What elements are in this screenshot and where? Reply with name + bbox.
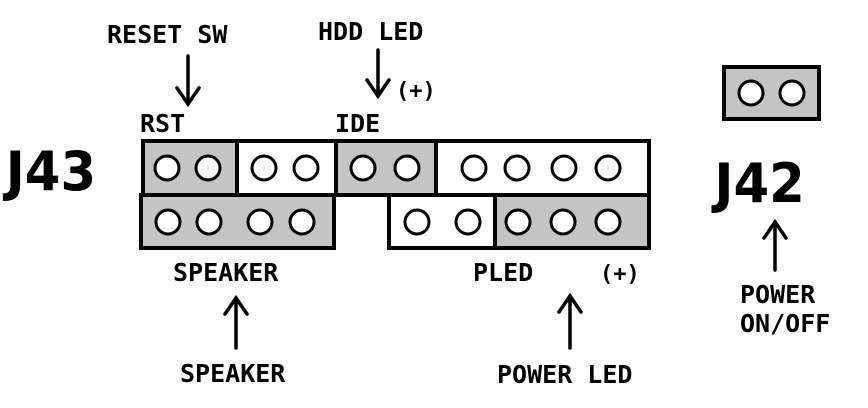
pled-plus-label: (+) bbox=[600, 262, 640, 287]
pin bbox=[594, 208, 622, 236]
pin bbox=[737, 79, 765, 107]
arrow-up-power-switch-icon bbox=[762, 218, 788, 272]
arrow-up-power-led-icon bbox=[557, 292, 583, 350]
pin bbox=[250, 154, 278, 182]
hdd-led-label: HDD LED bbox=[318, 17, 423, 46]
hdd-plus-label: (+) bbox=[396, 79, 436, 104]
j43-bottom-pins bbox=[154, 208, 622, 236]
pin bbox=[288, 208, 316, 236]
pin bbox=[594, 154, 622, 182]
j43-top-pins bbox=[153, 154, 622, 182]
arrow-up-speaker-icon bbox=[223, 294, 249, 350]
arrow-down-reset-icon bbox=[175, 54, 201, 108]
pin bbox=[349, 154, 377, 182]
pin bbox=[549, 208, 577, 236]
pin bbox=[504, 208, 532, 236]
speaker-block-label: SPEAKER bbox=[173, 258, 279, 287]
arrow-down-hdd-icon bbox=[365, 48, 391, 100]
pin bbox=[503, 154, 531, 182]
pin bbox=[454, 208, 482, 236]
pin bbox=[195, 208, 223, 236]
rst-label: RST bbox=[140, 109, 185, 138]
pin bbox=[393, 154, 421, 182]
pin bbox=[292, 154, 320, 182]
pin bbox=[153, 154, 181, 182]
j43-label: J43 bbox=[3, 141, 96, 204]
power-label-line2: ON/OFF bbox=[740, 309, 830, 338]
j42-label: J42 bbox=[711, 153, 804, 216]
speaker-bottom-label: SPEAKER bbox=[180, 359, 286, 388]
pled-label: PLED bbox=[473, 258, 533, 287]
reset-sw-label: RESET SW bbox=[107, 20, 228, 49]
pin bbox=[778, 79, 806, 107]
pin bbox=[154, 208, 182, 236]
pin bbox=[550, 154, 578, 182]
pin bbox=[246, 208, 274, 236]
power-led-label: POWER LED bbox=[497, 360, 632, 389]
power-label-line1: POWER bbox=[740, 280, 816, 309]
pin bbox=[194, 154, 222, 182]
pin bbox=[403, 208, 431, 236]
pin bbox=[460, 154, 488, 182]
ide-label: IDE bbox=[335, 109, 380, 138]
j42-header bbox=[722, 65, 821, 121]
